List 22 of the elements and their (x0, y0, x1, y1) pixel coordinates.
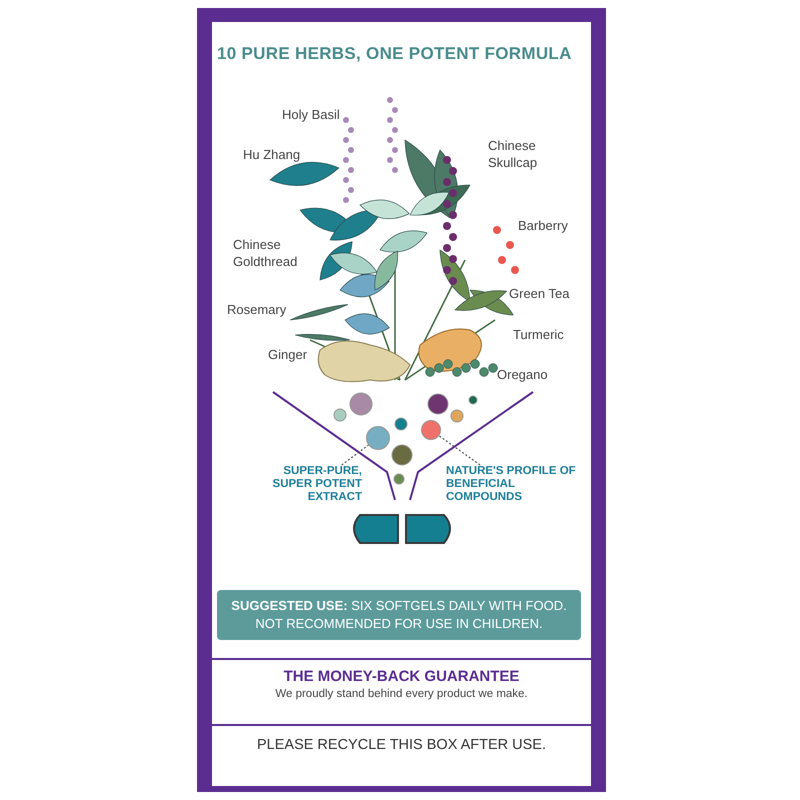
guarantee-text: We proudly stand behind every product we make. (274, 687, 529, 702)
herb-name: Green Tea (509, 286, 570, 303)
herb-name: Barberry (518, 218, 569, 235)
herb-name: Chinese Goldthread (233, 237, 298, 271)
herb-name: Chinese Skullcap (488, 138, 538, 172)
herb-name: Oregano (497, 367, 549, 384)
callout-text: NATURE'S PROFILE OF BENEFICIAL COMPOUNDS (446, 465, 576, 505)
usage-text: SUGGESTED USE: SIX SOFTGELS DAILY WITH FOOD. NOT RECOMMENDED FOR USE IN CHILDREN. (230, 597, 568, 633)
guarantee-heading: THE MONEY-BACK GUARANTEE (282, 667, 520, 686)
leader-line (341, 444, 369, 466)
recycle-note: PLEASE RECYCLE THIS BOX AFTER USE. (256, 736, 548, 755)
leader-line (438, 435, 480, 466)
herb-name: Rosemary (227, 302, 288, 319)
herb-name: Holy Basil (282, 107, 341, 124)
extract-bubble (366, 426, 390, 450)
compound-bubble (421, 420, 441, 440)
usage-banner (217, 590, 581, 640)
title: 10 PURE HERBS, ONE POTENT FORMULA (217, 44, 573, 64)
herb-name: Ginger (268, 347, 308, 364)
herb-name: Hu Zhang (243, 147, 302, 164)
callout-text: SUPER-PURE, SUPER POTENT EXTRACT (272, 465, 362, 505)
herb-name: Turmeric (513, 327, 565, 344)
